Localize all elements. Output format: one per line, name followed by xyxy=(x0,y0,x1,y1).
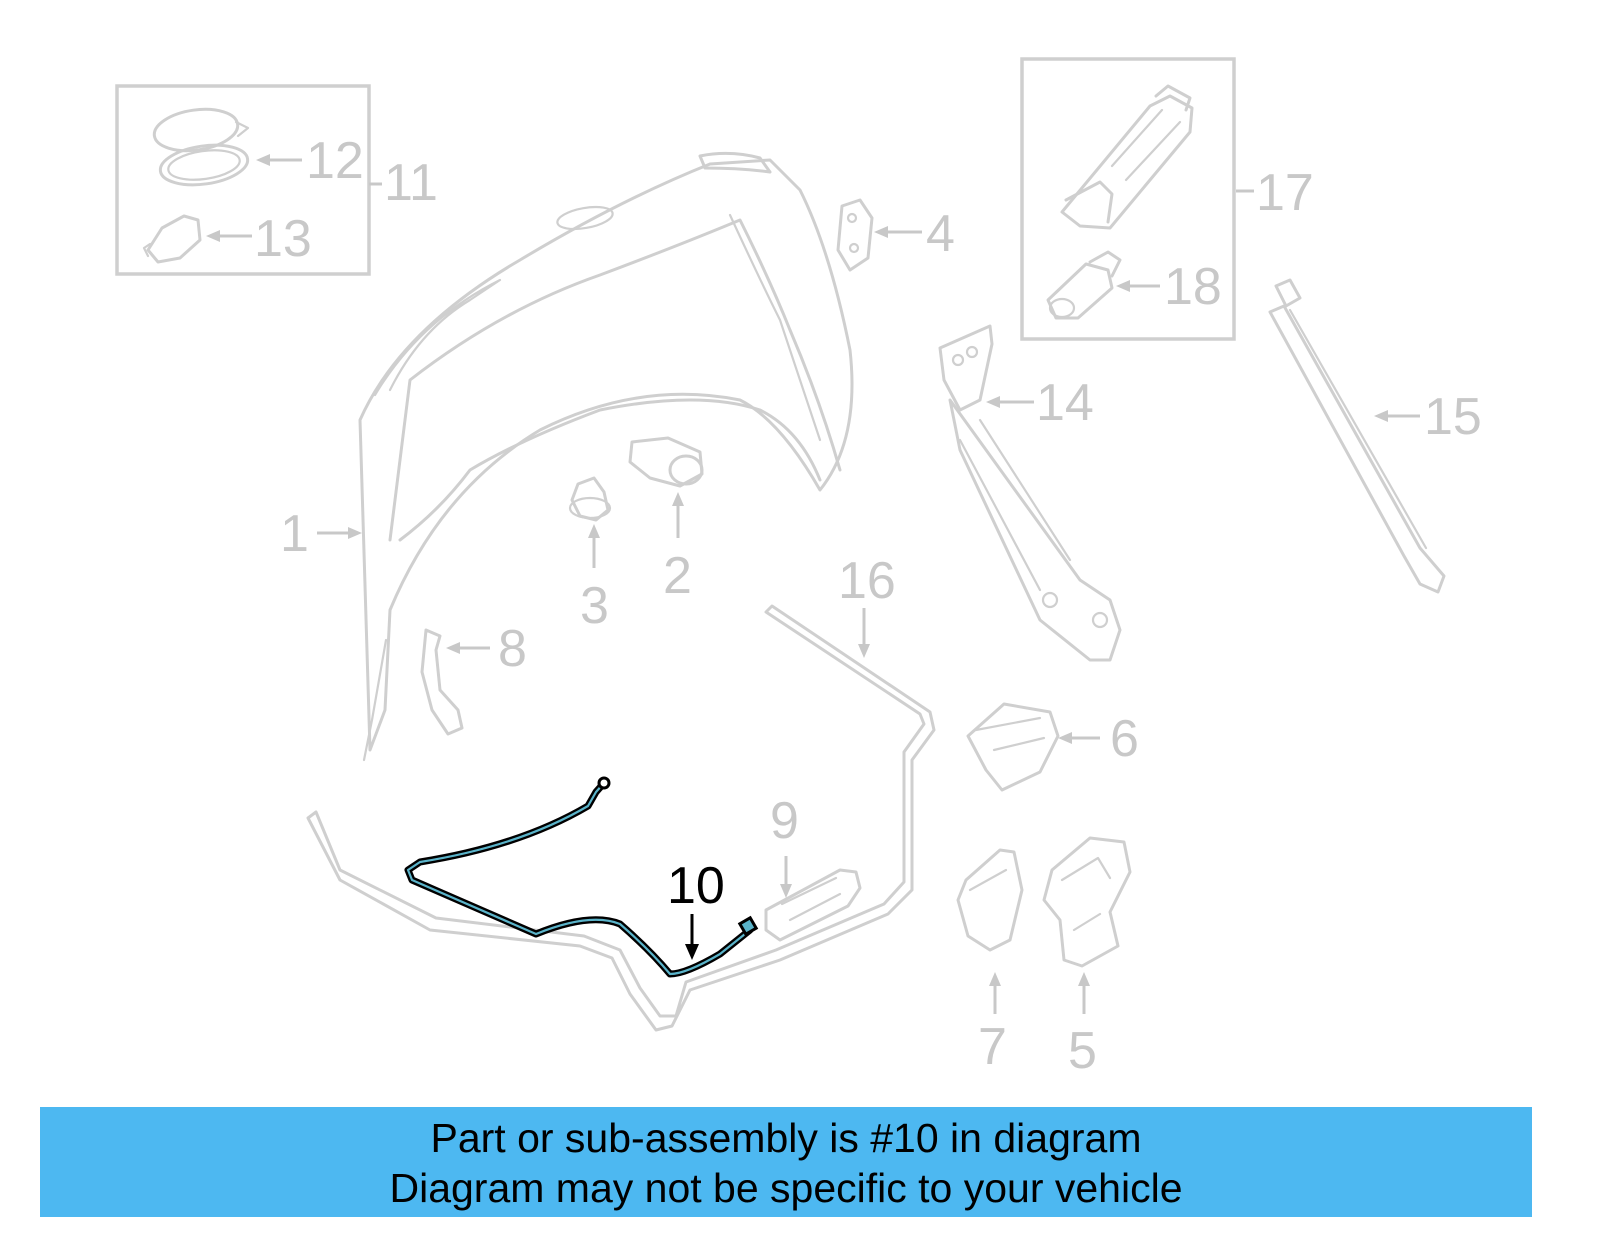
callout-18: 18 xyxy=(1164,258,1222,316)
part-4-striker xyxy=(836,198,874,272)
callout-4: 4 xyxy=(926,205,955,263)
part-12-lens xyxy=(152,107,250,187)
callout-1: 1 xyxy=(280,505,309,563)
part-5-latch xyxy=(1042,836,1132,968)
callout-14: 14 xyxy=(1036,374,1094,432)
banner-line-1: Part or sub-assembly is #10 in diagram xyxy=(430,1115,1142,1161)
cable-end-clip xyxy=(737,915,759,937)
callout-labels: 1 2 3 4 5 6 7 8 9 16 14 15 12 11 13 17 1… xyxy=(254,132,1482,1080)
callout-12: 12 xyxy=(306,132,364,190)
callout-17: 17 xyxy=(1256,164,1314,222)
callout-11: 11 xyxy=(384,154,438,212)
part-8-bracket xyxy=(420,628,464,736)
callout-9: 9 xyxy=(770,792,799,850)
callout-8: 8 xyxy=(498,620,527,678)
callout-16: 16 xyxy=(838,552,896,610)
banner-line-2: Diagram may not be specific to your vehi… xyxy=(389,1165,1183,1211)
part-10-release-cable[interactable] xyxy=(404,776,759,978)
part-15-strut xyxy=(1268,278,1446,594)
part-group-11 xyxy=(115,84,371,276)
callout-6: 6 xyxy=(1110,710,1139,768)
info-banner: Part or sub-assembly is #10 in diagram D… xyxy=(40,1107,1532,1217)
callout-15: 15 xyxy=(1424,388,1482,446)
part-18-bulb xyxy=(1046,250,1122,320)
part-9-lock xyxy=(764,868,862,942)
callout-2: 2 xyxy=(663,547,692,605)
callout-13: 13 xyxy=(254,210,312,268)
part-2-bumper xyxy=(628,436,704,488)
part-17-lamp-housing xyxy=(1060,84,1194,230)
part-group-17 xyxy=(1020,57,1236,341)
callout-lines xyxy=(206,154,1420,1014)
part-16-seal xyxy=(306,604,936,1032)
part-3-grommet xyxy=(568,476,612,522)
callout-5: 5 xyxy=(1068,1022,1097,1080)
part-13-clip xyxy=(142,214,202,264)
part-1-lid xyxy=(358,151,854,762)
callout-10-highlight: 10 xyxy=(667,857,725,960)
part-14-hinge xyxy=(938,324,1122,662)
callout-10: 10 xyxy=(667,857,725,915)
part-6-switch xyxy=(966,702,1060,792)
part-7-latch-cover xyxy=(956,848,1024,952)
cable-end-fitting xyxy=(597,776,611,790)
callout-7: 7 xyxy=(978,1018,1007,1076)
callout-3: 3 xyxy=(580,577,609,635)
